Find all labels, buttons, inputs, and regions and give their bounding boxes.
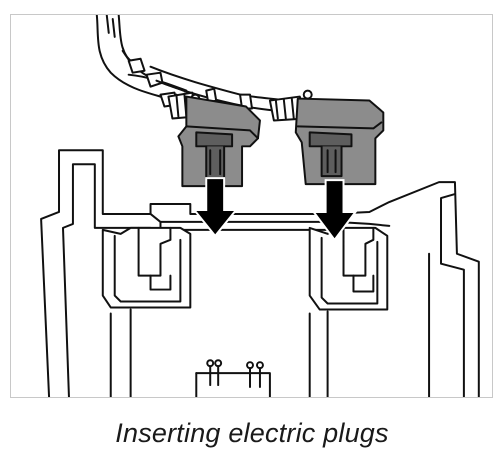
left-plug-connector bbox=[177, 95, 261, 188]
left-socket bbox=[101, 226, 192, 309]
module-lower-details bbox=[109, 252, 431, 397]
wire-harness bbox=[95, 15, 313, 122]
arrow-down-icon bbox=[311, 179, 358, 242]
arrow-down-icon bbox=[192, 177, 239, 238]
figure-caption: Inserting electric plugs bbox=[115, 418, 389, 448]
plug-insertion-illustration bbox=[40, 15, 480, 397]
illustration-frame bbox=[10, 14, 493, 398]
right-socket bbox=[308, 226, 389, 311]
right-plug-connector bbox=[294, 97, 385, 186]
